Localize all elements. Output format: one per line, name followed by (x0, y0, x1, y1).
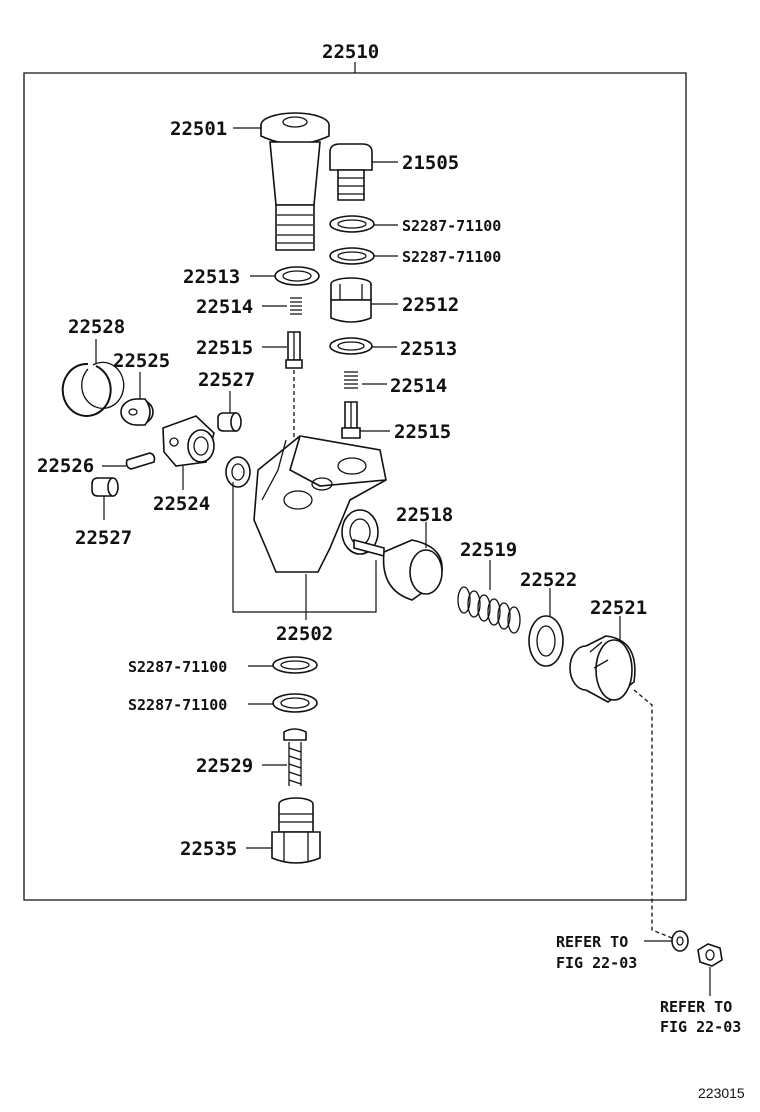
label-22519: 22519 (460, 539, 517, 561)
label-21505: 21505 (402, 152, 459, 174)
valve-22529 (283, 728, 307, 786)
spring-22519 (457, 586, 521, 634)
label-22529: 22529 (196, 755, 253, 777)
label-22527-lower: 22527 (75, 527, 132, 549)
label-22524: 22524 (153, 493, 210, 515)
label-gasket-4: S2287-71100 (128, 696, 227, 714)
priming-pump-22501 (260, 112, 330, 251)
label-gasket-1: S2287-71100 (402, 217, 501, 235)
refer-2-line1: REFER TO (660, 998, 732, 1016)
oil-seal (225, 456, 251, 488)
gasket-22513-right (329, 337, 373, 355)
label-22526: 22526 (37, 455, 94, 477)
refer-2-line2: FIG 22-03 (660, 1018, 741, 1036)
tappet-22524 (162, 415, 215, 467)
label-22514-right: 22514 (390, 375, 447, 397)
gasket-22513-left (274, 266, 320, 286)
gasket-top-1 (329, 215, 375, 233)
label-22528: 22528 (68, 316, 125, 338)
spring-22514-right (344, 371, 358, 389)
label-22502: 22502 (276, 623, 333, 645)
plug-22527-upper (217, 412, 242, 432)
valve-22515-left (285, 331, 303, 369)
label-22521: 22521 (590, 597, 647, 619)
cap-nut-22521 (569, 635, 636, 703)
label-22527-upper: 22527 (198, 369, 255, 391)
label-22522: 22522 (520, 569, 577, 591)
label-22512: 22512 (402, 294, 459, 316)
label-gasket-3: S2287-71100 (128, 658, 227, 676)
label-22513-left: 22513 (183, 266, 240, 288)
figure-id: 223015 (698, 1085, 745, 1101)
gasket-top-2 (329, 247, 375, 265)
fitting-22535 (271, 797, 321, 864)
gasket-lower-2 (272, 693, 318, 713)
assembly-frame (23, 62, 687, 901)
label-22518: 22518 (396, 504, 453, 526)
nut-external (697, 943, 723, 967)
pin-22526 (125, 452, 156, 470)
valve-seat-22512 (330, 277, 372, 323)
roller-22525 (120, 398, 154, 426)
valve-22515-right (341, 401, 361, 439)
refer-1-line1: REFER TO (556, 933, 628, 951)
assembly-label: 22510 (322, 41, 379, 63)
label-22515-left: 22515 (196, 337, 253, 359)
label-22513-right: 22513 (400, 338, 457, 360)
bolt-21505 (329, 143, 373, 201)
plug-22527-lower (91, 477, 119, 497)
gasket-lower-1 (272, 656, 318, 674)
washer-22522 (528, 615, 564, 667)
spring-22514-left (290, 297, 302, 315)
label-22514-left: 22514 (196, 296, 253, 318)
label-gasket-2: S2287-71100 (402, 248, 501, 266)
snap-ring-22528 (61, 361, 125, 417)
washer-external (671, 930, 689, 952)
refer-1-line2: FIG 22-03 (556, 954, 637, 972)
label-22501: 22501 (170, 118, 227, 140)
label-22515-right: 22515 (394, 421, 451, 443)
pump-body-22502 (253, 435, 387, 573)
label-22525: 22525 (113, 350, 170, 372)
label-22535: 22535 (180, 838, 237, 860)
cup-22518 (382, 539, 443, 601)
